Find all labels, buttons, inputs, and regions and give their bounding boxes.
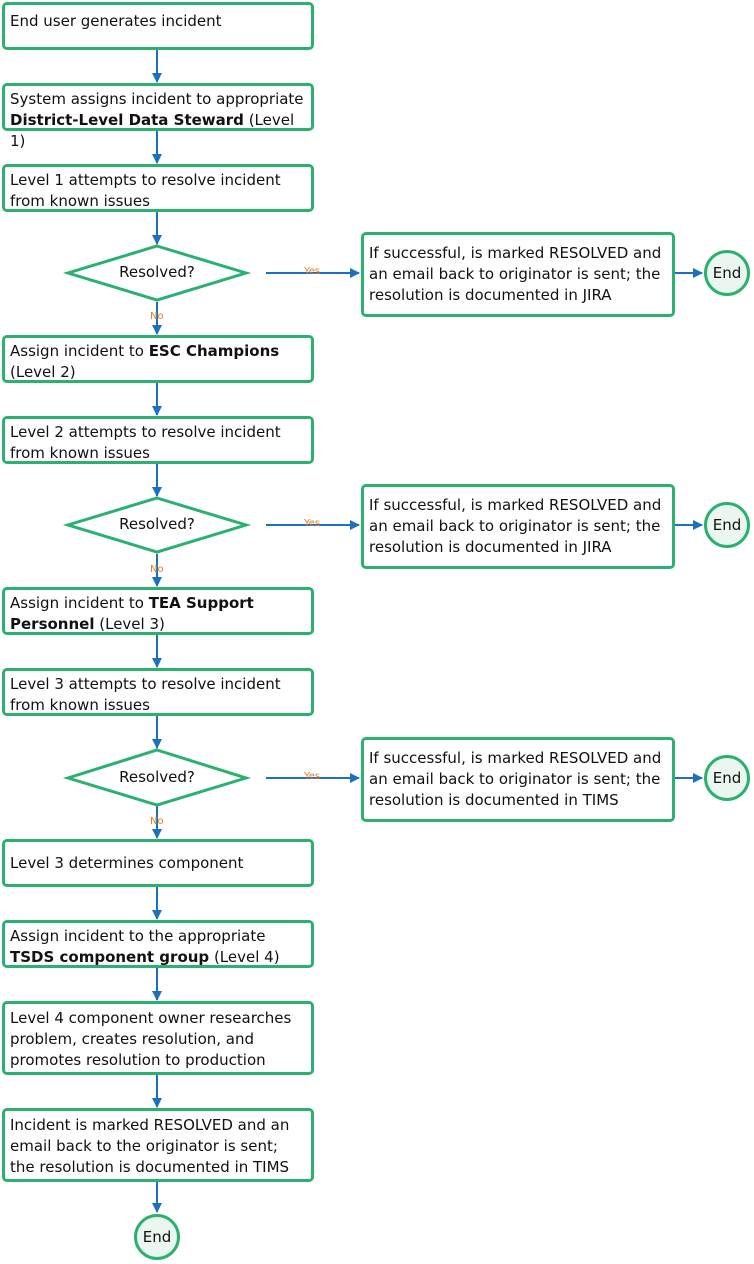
- decision-diamond-2: [62, 496, 252, 554]
- step-assign-level4: Assign incident to the appropriate TSDS …: [2, 920, 314, 968]
- no-label-2: No: [150, 564, 164, 575]
- decision-label-1: Resolved?: [119, 263, 195, 281]
- no-label-3: No: [150, 816, 164, 827]
- end-terminal-2: End: [704, 502, 750, 548]
- step-level1-attempts: Level 1 attempts to resolve incident fro…: [2, 164, 314, 212]
- no-label-1: No: [150, 311, 164, 322]
- yes-label-1: Yes: [304, 266, 321, 277]
- step-level3-determines: Level 3 determines component: [2, 839, 314, 887]
- step-assign-level3: Assign incident to TEA Support Personnel…: [2, 587, 314, 635]
- end-terminal-3: End: [704, 755, 750, 801]
- result-box-1: If successful, is marked RESOLVED and an…: [361, 232, 675, 317]
- decision-diamond-3: [62, 748, 252, 807]
- step-assign-level1: System assigns incident to appropriate D…: [2, 83, 314, 150]
- decision-diamond-1: [62, 244, 252, 302]
- step-end-user-generates: End user generates incident: [2, 2, 314, 50]
- result-box-3: If successful, is marked RESOLVED and an…: [361, 737, 675, 822]
- step-incident-resolved: Incident is marked RESOLVED and an email…: [2, 1108, 314, 1182]
- decision-label-3: Resolved?: [119, 768, 195, 786]
- result-box-2: If successful, is marked RESOLVED and an…: [361, 484, 675, 569]
- yes-label-2: Yes: [304, 518, 321, 529]
- end-terminal-4: End: [134, 1214, 180, 1260]
- step-level3-attempts: Level 3 attempts to resolve incident fro…: [2, 668, 314, 716]
- step-level4-researches: Level 4 component owner researches probl…: [2, 1001, 314, 1075]
- decision-label-2: Resolved?: [119, 515, 195, 533]
- yes-label-3: Yes: [304, 771, 321, 782]
- end-terminal-1: End: [704, 250, 750, 296]
- step-assign-level2: Assign incident to ESC Champions (Level …: [2, 335, 314, 383]
- step-level2-attempts: Level 2 attempts to resolve incident fro…: [2, 416, 314, 464]
